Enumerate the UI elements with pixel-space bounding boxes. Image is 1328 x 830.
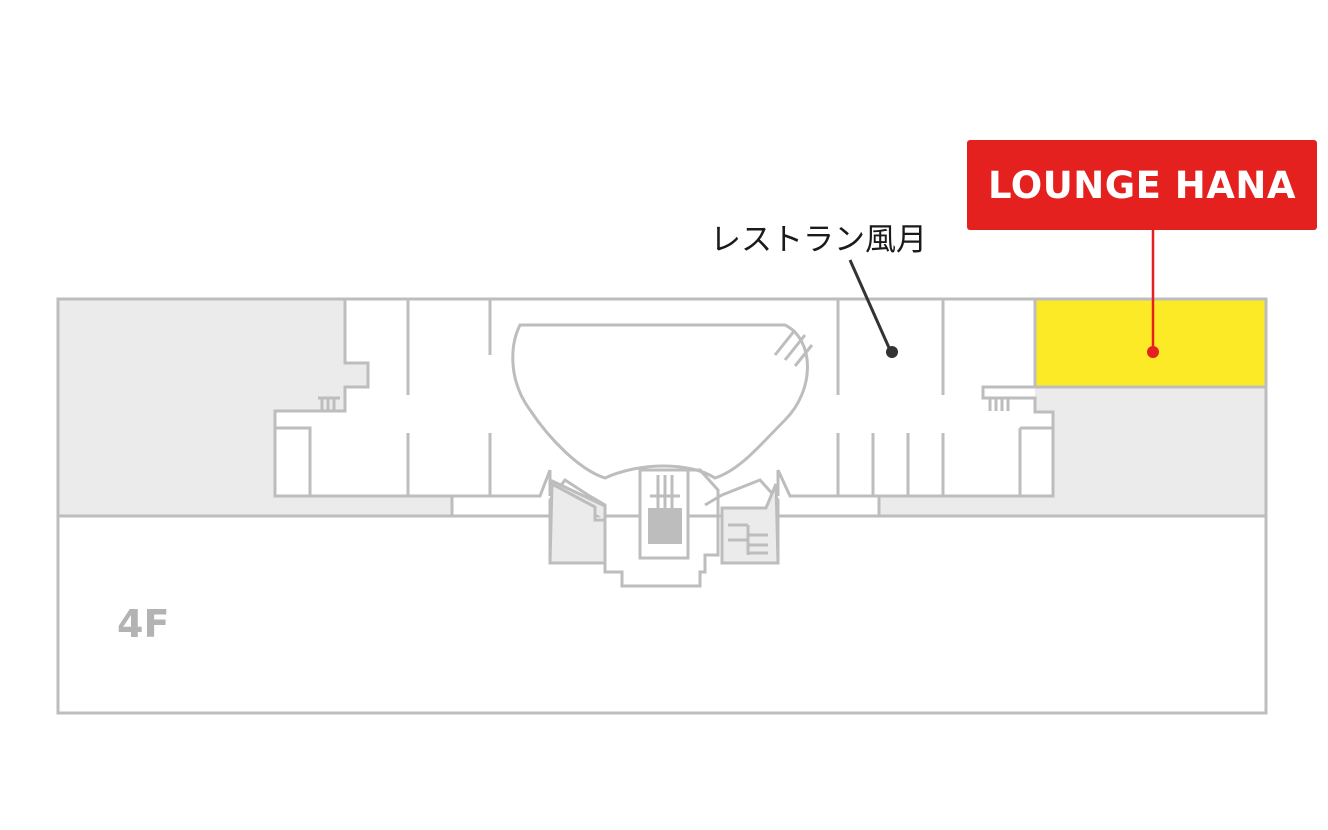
shaded-area-left	[58, 299, 452, 516]
lounge-marker	[1147, 346, 1159, 358]
restaurant-marker	[886, 346, 898, 358]
elevator	[648, 508, 682, 544]
restaurant-label: レストラン風月	[710, 222, 927, 258]
floor-label: 4F	[117, 602, 170, 646]
atrium-bowl	[511, 323, 809, 480]
shaded-area-right	[879, 387, 1266, 516]
lounge-hana-callout: LOUNGE HANA	[967, 140, 1317, 230]
building-outline	[56, 297, 1268, 715]
restaurant-leader-line	[848, 259, 892, 351]
central-core	[548, 468, 720, 588]
lounge-hana-area	[1035, 300, 1266, 387]
